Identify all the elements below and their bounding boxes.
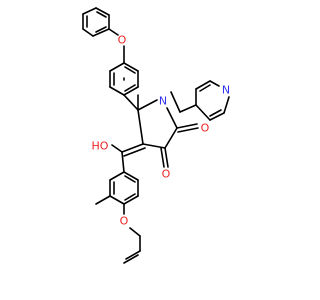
phenoxyphenyl-ring [109, 62, 139, 96]
bond-c-oh [111, 144, 123, 153]
atom-o-carbonyl-bottom: O [162, 168, 171, 181]
bond-o-ch2 [129, 227, 141, 237]
bond-phenyl-ether [108, 28, 119, 36]
bond-carbonyl-bottom-1 [164, 147, 169, 168]
atom-n-pyridine: N [222, 84, 230, 97]
pyrrolidine-ring [137, 99, 178, 149]
bond-exocyclic-1 [121, 143, 144, 153]
atom-oh-enol: HO [92, 140, 109, 153]
molecule-structure: O N N HO O O O [82, 7, 230, 264]
bond-ch2-pyr [179, 104, 197, 113]
bond-c-aryl [121, 151, 125, 173]
atom-o-carbonyl-right: O [201, 122, 210, 135]
atom-o-ether-top: O [118, 34, 127, 47]
phenoxy-phenyl-ring [82, 7, 110, 37]
pyridine-ring [195, 80, 230, 121]
atom-o-ether-bottom: O [120, 215, 129, 228]
bond-exocyclic-2 [123, 147, 146, 157]
bond-methyl [95, 195, 111, 205]
bond-carbonyl-right-2 [177, 127, 199, 133]
atom-n-ring: N [159, 95, 167, 108]
lower-phenyl-ring [109, 171, 139, 205]
bond-ch-ch2-1 [125, 250, 141, 260]
bond-ch-ch2-2 [123, 254, 139, 264]
bond-carbonyl-bottom-2 [160, 147, 165, 168]
bond-phenyl-c5b [123, 94, 139, 111]
bond-carbonyl-right-1 [176, 123, 198, 129]
bond-n-ch2 [170, 91, 181, 113]
